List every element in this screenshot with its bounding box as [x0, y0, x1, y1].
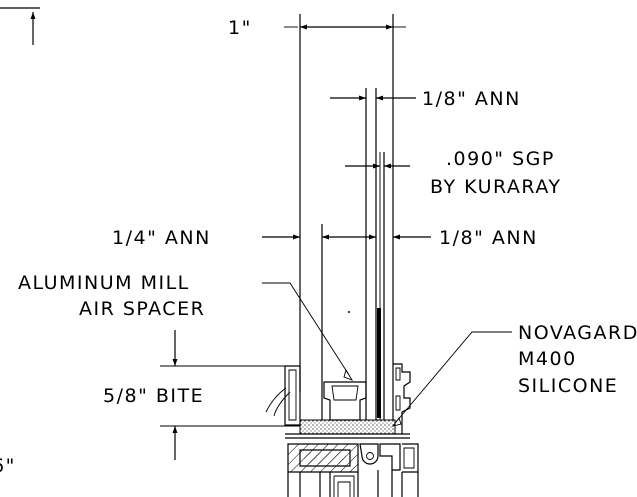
bite-dimension: 5/8" BITE	[103, 330, 300, 460]
dimension-outer-lite: 1/8" ANN	[330, 88, 521, 110]
thermal-break	[287, 443, 359, 473]
laminated-interlayer-dark	[377, 308, 381, 418]
outer-lite-label: 1/8" ANN	[422, 88, 521, 110]
silicone-bed	[299, 419, 396, 435]
sealant-callout: NOVAGARD M400 SILICONE	[391, 322, 637, 427]
sealant-label-line1: NOVAGARD	[518, 322, 637, 344]
sill-frame	[265, 363, 419, 497]
interlayer-label-line1: .090" SGP	[446, 148, 555, 170]
interlayer-label-line2: BY KURARAY	[430, 176, 562, 198]
cut-off-label: 6"	[0, 455, 16, 477]
glass-lites	[299, 14, 394, 420]
inner-lite-right-label: 1/8" ANN	[439, 227, 538, 249]
air-spacer-callout: ALUMINUM MILL AIR SPACER	[18, 272, 354, 381]
dimension-overall: 1"	[228, 17, 406, 39]
sealant-label-line2: M400	[518, 348, 577, 370]
debris-dot	[348, 311, 350, 313]
top-left-fragment	[0, 7, 40, 45]
sealant-label-line3: SILICONE	[518, 375, 618, 397]
dimension-interlayer: .090" SGP BY KURARAY	[345, 148, 562, 198]
overall-width-label: 1"	[228, 17, 252, 39]
air-spacer-profile	[323, 381, 367, 421]
spacer-label-line2: AIR SPACER	[79, 298, 205, 320]
dimension-lower-lites: 1/4" ANN 1/8" ANN	[112, 227, 538, 249]
spacer-label-line1: ALUMINUM MILL	[18, 272, 190, 294]
inner-lite-left-label: 1/4" ANN	[112, 227, 211, 249]
bite-label: 5/8" BITE	[103, 385, 204, 407]
